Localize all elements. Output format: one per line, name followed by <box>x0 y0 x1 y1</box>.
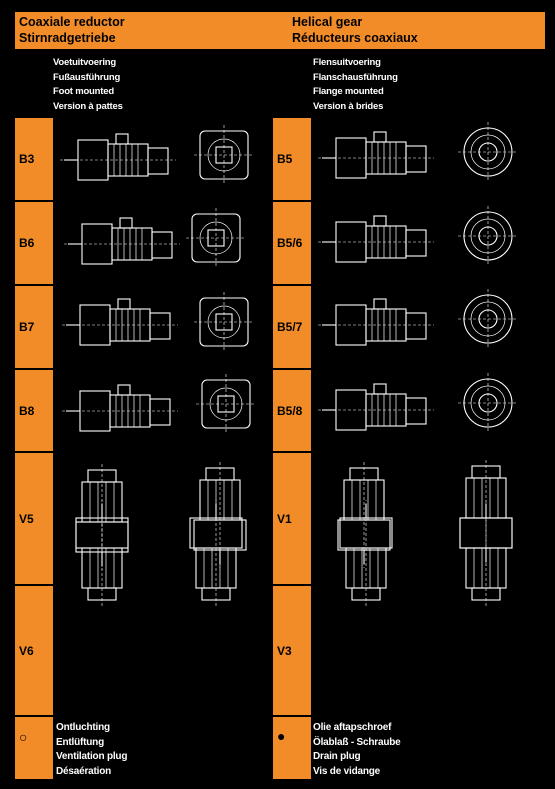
row-label-cell-v3: V3 <box>273 586 311 717</box>
row-label: B8 <box>19 403 35 418</box>
drain-plug-symbol-icon: ● <box>277 728 286 744</box>
row-label: B3 <box>19 152 35 166</box>
row-label: B5/6 <box>277 236 303 250</box>
row-label-cell-b8: B8 <box>15 370 53 453</box>
b5-8-end-drawing <box>457 372 519 434</box>
legend-left-line: Désaération <box>56 765 112 777</box>
v6-drawing-2 <box>189 499 243 607</box>
subheader-right: Flensuitvoering Flanschausführung Flange… <box>313 56 398 114</box>
b3-side-drawing <box>59 133 177 181</box>
b5-6-end-drawing <box>457 205 519 267</box>
header-bar: Coaxiale reductor Stirnradgetriebe Helic… <box>15 12 545 49</box>
legend-left-line: Ventilation plug <box>56 751 128 762</box>
row-label-cell-b5: B5 <box>273 118 311 202</box>
v3-drawing-2 <box>459 499 513 607</box>
subheader-right-line: Version à brides <box>313 100 384 112</box>
b5-7-side-drawing <box>317 298 435 346</box>
legend-symbol-cell-left: ○ <box>15 717 53 779</box>
row-label-cell-b5-7: B5/7 <box>273 286 311 370</box>
row-label: V1 <box>277 511 292 526</box>
b6-side-drawing <box>63 217 181 265</box>
subheader-left: Voetuitvoering Fußausführung Foot mounte… <box>53 56 123 114</box>
b7-side-drawing <box>61 298 179 346</box>
subheader-left-line: Foot mounted <box>53 86 114 98</box>
header-right-title: Helical gear <box>292 15 363 29</box>
row-label-cell-b5-8: B5/8 <box>273 370 311 453</box>
subheader-right-line: Flanschausführung <box>313 71 398 83</box>
legend-left-text: Ontluchting Entlüftung Ventilation plug … <box>56 721 127 779</box>
legend-right-line: Vis de vidange <box>313 765 381 777</box>
row-label-cell-b3: B3 <box>15 118 53 202</box>
row-label-cell-v5: V5 <box>15 453 53 586</box>
legend-left-line: Ontluchting <box>56 722 110 733</box>
legend-symbol-cell-right: ● <box>273 717 311 779</box>
row-label: B5 <box>277 152 293 166</box>
subheader-right-line: Flensuitvoering <box>313 57 381 68</box>
header-left-title: Coaxiale reductor <box>19 15 125 29</box>
legend-left-line: Entlüftung <box>56 736 104 748</box>
b6-end-drawing <box>185 207 247 269</box>
b8-end-drawing <box>195 373 257 435</box>
header-right-subtitle: Réducteurs coaxiaux <box>292 31 418 45</box>
row-label: B5/8 <box>277 403 303 418</box>
row-label-cell-v6: V6 <box>15 586 53 717</box>
b5-6-side-drawing <box>317 215 435 263</box>
b5-8-side-drawing <box>317 383 435 431</box>
row-label-cell-b5-6: B5/6 <box>273 202 311 286</box>
row-label: V6 <box>19 643 34 658</box>
b8-side-drawing <box>61 384 179 432</box>
legend-right-line: Ölablaß - Schraube <box>313 736 401 748</box>
vent-plug-symbol-icon: ○ <box>19 729 28 745</box>
b5-end-drawing <box>457 121 519 183</box>
v6-drawing-1 <box>75 499 129 607</box>
header-left-subtitle: Stirnradgetriebe <box>19 31 116 45</box>
row-label-cell-b7: B7 <box>15 286 53 370</box>
legend-right-line: Drain plug <box>313 751 361 762</box>
b3-end-drawing <box>193 124 255 186</box>
header-left: Coaxiale reductor Stirnradgetriebe <box>19 14 125 46</box>
row-label-cell-b6: B6 <box>15 202 53 286</box>
row-label: B7 <box>19 320 35 334</box>
subheader-left-line: Voetuitvoering <box>53 57 116 68</box>
subheader-left-line: Version à pattes <box>53 100 123 112</box>
row-label: B5/7 <box>277 320 303 334</box>
header-right: Helical gear Réducteurs coaxiaux <box>292 14 418 46</box>
subheader-left-line: Fußausführung <box>53 71 121 83</box>
subheader-right-line: Flange mounted <box>313 86 384 98</box>
row-label: B6 <box>19 236 35 250</box>
legend-right-text: Olie aftapschroef Ölablaß - Schraube Dra… <box>313 721 401 779</box>
row-label-cell-v1: V1 <box>273 453 311 586</box>
b7-end-drawing <box>193 291 255 353</box>
legend-right-line: Olie aftapschroef <box>313 722 392 733</box>
row-label: V5 <box>19 511 34 526</box>
row-label: V3 <box>277 643 292 658</box>
b5-7-end-drawing <box>457 288 519 350</box>
b5-side-drawing <box>317 131 435 179</box>
